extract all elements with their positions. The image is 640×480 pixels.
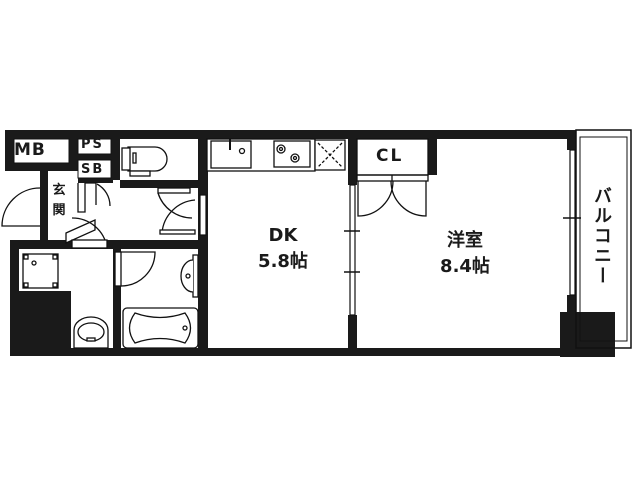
entrance-door-icon [1,187,41,227]
wall-bottom [10,348,560,356]
room-western: 洋室 8.4帖 [410,228,520,280]
window-balcony [569,149,576,296]
wall-top [5,130,575,139]
closet-label: CL [376,146,404,166]
pipe-space-label: PS [81,137,104,152]
room-western-name: 洋室 [447,230,483,251]
balcony [575,129,632,349]
room-western-size: 8.4帖 [440,256,490,277]
shoe-box-label: SB [81,162,105,177]
meter-box-label: MB [14,140,46,160]
pipe-space [77,138,112,155]
closet-area [356,138,429,176]
room-dk-size: 5.8帖 [258,251,308,272]
room-dk-name: DK [268,225,298,246]
toilet-icon [121,146,168,177]
window-dk-western [349,184,356,316]
entrance-label: 玄関 [52,183,66,218]
shoe-box [77,159,112,179]
wall-left-upper [5,130,14,170]
room-dk: DK 5.8帖 [228,223,338,275]
washing-machine-icon [22,253,59,289]
washbasin-icon [73,316,109,349]
meter-box [13,138,70,164]
balcony-label: バルコニー [591,186,612,286]
bathtub-icon [122,307,199,349]
